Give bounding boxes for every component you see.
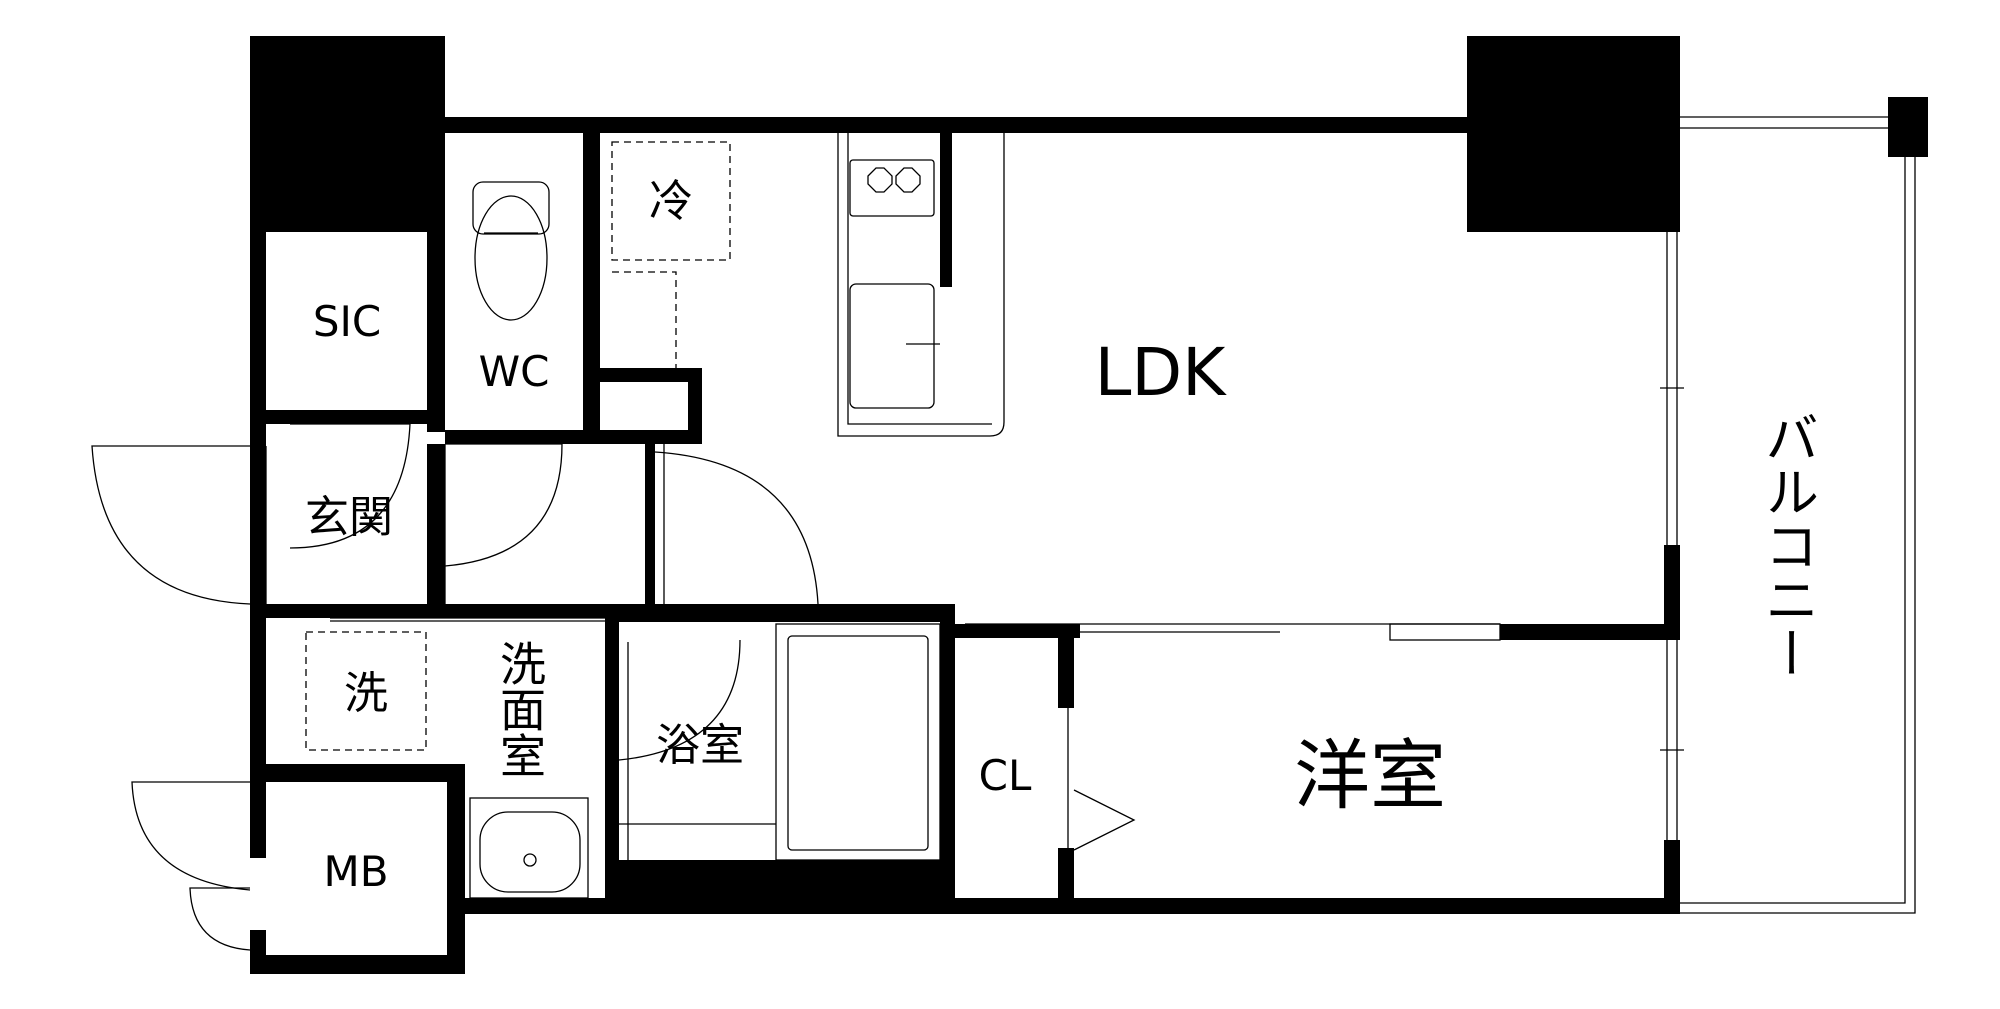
- balcony-outline: [1680, 97, 1928, 914]
- room-label-balcony: バルコニー: [1756, 410, 1819, 680]
- room-label-ldk: LDK: [1095, 334, 1228, 411]
- room-label-bathroom: 浴室: [656, 720, 744, 771]
- room-label-closet: CL: [979, 751, 1032, 800]
- room-label-wc: WC: [479, 347, 550, 396]
- windows: [1660, 232, 1684, 840]
- fixture-label-washer: 洗: [344, 668, 388, 719]
- room-label-western-room: 洋室: [1294, 731, 1446, 820]
- doors: [91, 423, 1501, 951]
- fridge-outline: [611, 141, 731, 261]
- kitchen-counter: [837, 133, 1005, 437]
- fixtures: [305, 133, 1005, 899]
- room-label-entrance: 玄関: [305, 492, 393, 543]
- washer-outline: [305, 631, 427, 751]
- room-label-meter-box: MB: [323, 847, 388, 896]
- room-label-washroom: 洗面室: [493, 640, 547, 778]
- room-label-sic: SIC: [313, 297, 381, 346]
- fixture-label-refrigerator: 冷: [649, 176, 693, 227]
- bathtub-icon: [619, 623, 941, 861]
- walls: [250, 36, 1680, 974]
- toilet-icon: [472, 181, 550, 321]
- room-labels: LDK 洋室 SIC WC 玄関 浴室 CL MB 冷 洗 洗面室 バルコニー: [305, 176, 1819, 896]
- washbasin-icon: [469, 797, 589, 899]
